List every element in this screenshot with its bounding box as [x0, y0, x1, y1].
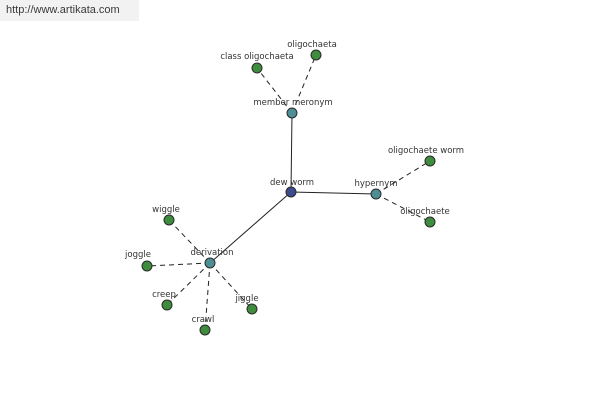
edge-root-derivation	[209, 191, 292, 264]
node-wiggle[interactable]	[163, 214, 175, 226]
edge-derivation-joggle	[146, 262, 211, 267]
node-oligochaete-worm[interactable]	[424, 155, 436, 167]
node-creep[interactable]	[161, 299, 173, 311]
label-creep: creep	[152, 290, 176, 300]
node-joggle[interactable]	[141, 260, 153, 272]
label-jiggle: jiggle	[234, 294, 258, 304]
label-crawl: crawl	[192, 315, 215, 325]
edge-hypernym-oligochaete-worm	[375, 160, 431, 195]
edge-derivation-crawl	[204, 262, 211, 331]
edge-member-meronym-class-oligochaeta	[256, 67, 293, 114]
node-root[interactable]	[285, 186, 297, 198]
node-derivation[interactable]	[204, 257, 216, 269]
node-member-meronym[interactable]	[286, 107, 298, 119]
label-member-meronym: member meronym	[253, 98, 332, 108]
label-oligochaeta: oligochaeta	[287, 40, 337, 50]
edge-derivation-wiggle	[168, 219, 211, 264]
edge-root-member-meronym	[290, 112, 293, 193]
node-class-oligochaeta[interactable]	[251, 62, 263, 74]
site-url[interactable]: http://www.artikata.com	[0, 0, 139, 21]
edge-derivation-creep	[166, 262, 211, 306]
edge-member-meronym-oligochaeta	[291, 54, 317, 114]
node-hypernym[interactable]	[370, 188, 382, 200]
edge-derivation-jiggle	[209, 262, 253, 310]
label-hypernym: hypernym	[354, 179, 397, 189]
label-oligochaete-worm: oligochaete worm	[388, 146, 464, 156]
node-oligochaeta[interactable]	[310, 49, 322, 61]
label-derivation: derivation	[190, 248, 233, 258]
label-oligochaete: oligochaete	[400, 207, 450, 217]
node-crawl[interactable]	[199, 324, 211, 336]
edge-hypernym-oligochaete	[375, 193, 431, 223]
label-root: dew worm	[270, 178, 314, 188]
label-class-oligochaeta: class oligochaeta	[220, 52, 293, 62]
label-wiggle: wiggle	[152, 205, 180, 215]
edge-root-hypernym	[290, 191, 377, 195]
node-jiggle[interactable]	[246, 303, 258, 315]
node-oligochaete[interactable]	[424, 216, 436, 228]
label-joggle: joggle	[124, 250, 151, 260]
